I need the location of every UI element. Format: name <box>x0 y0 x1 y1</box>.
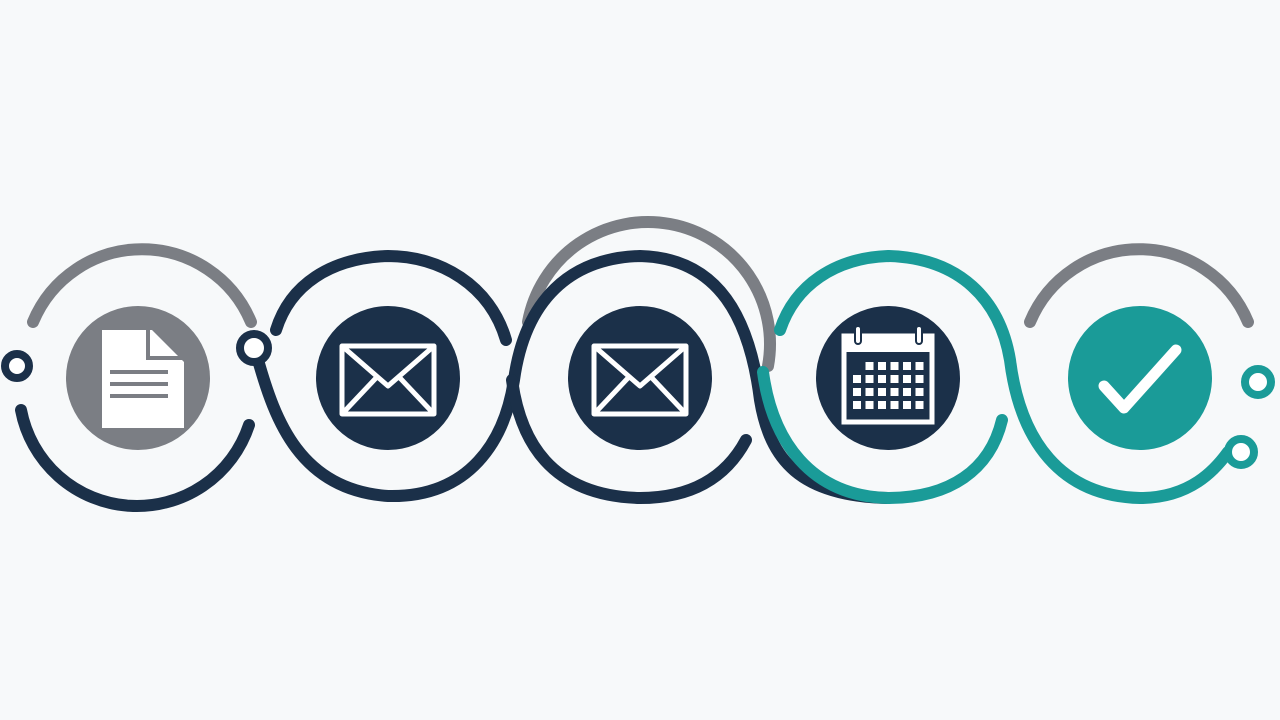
document-icon <box>102 326 186 428</box>
calendar-day-cell <box>915 401 924 409</box>
envelope-icon <box>591 343 689 417</box>
junction-node-1-2 <box>236 330 272 366</box>
calendar-day-cell <box>865 375 874 383</box>
calendar-day-cell <box>878 401 886 409</box>
envelope-icon <box>339 343 437 417</box>
connector-arc-4-bottom <box>757 366 1008 505</box>
connector-arc-2-top <box>270 249 512 346</box>
calendar-day-cell <box>890 388 899 396</box>
step-1-document <box>66 306 210 450</box>
calendar-day-cell <box>890 362 899 370</box>
step-5-complete <box>1068 306 1212 450</box>
step-5-circle <box>1068 306 1212 450</box>
endpoint-node-right-top <box>1241 365 1275 399</box>
calendar-day-cell <box>903 362 911 370</box>
connector-s-1-2 <box>252 249 894 504</box>
step-3-envelope <box>568 306 712 450</box>
calendar-day-cell <box>915 362 924 370</box>
calendar-day-cell <box>853 375 861 383</box>
connector-arc-1-top <box>27 243 257 328</box>
connector-arc-5-top <box>1024 243 1254 328</box>
endpoint-node-left <box>1 350 33 382</box>
calendar-day-cell <box>903 401 911 409</box>
calendar-day-cell <box>890 375 899 383</box>
calendar-day-cell <box>915 388 924 396</box>
calendar-day-cell <box>890 401 899 409</box>
step-2-circle <box>316 306 460 450</box>
calendar-day-cell <box>878 375 886 383</box>
calendar-day-cell <box>915 375 924 383</box>
step-2-envelope <box>316 306 460 450</box>
connector-arc-1-bottom <box>15 404 255 512</box>
calendar-day-cell <box>853 388 861 396</box>
calendar-day-cell <box>853 401 861 409</box>
calendar-icon <box>841 325 935 425</box>
calendar-day-cell <box>903 375 911 383</box>
step-4-calendar <box>816 306 960 450</box>
calendar-day-cell <box>865 401 874 409</box>
connector-arc-3-bottom <box>506 374 752 505</box>
calendar-day-cell <box>878 362 886 370</box>
connector-arc-3-top <box>522 216 776 372</box>
checkmark-icon <box>1098 344 1182 414</box>
endpoint-node-right-bottom <box>1224 435 1258 469</box>
connector-arc-4-top <box>774 249 1234 505</box>
calendar-day-cell <box>903 388 911 396</box>
step-4-circle <box>816 306 960 450</box>
calendar-day-cell <box>865 362 874 370</box>
calendar-day-cell <box>878 388 886 396</box>
calendar-day-cell <box>865 388 874 396</box>
step-3-circle <box>568 306 712 450</box>
